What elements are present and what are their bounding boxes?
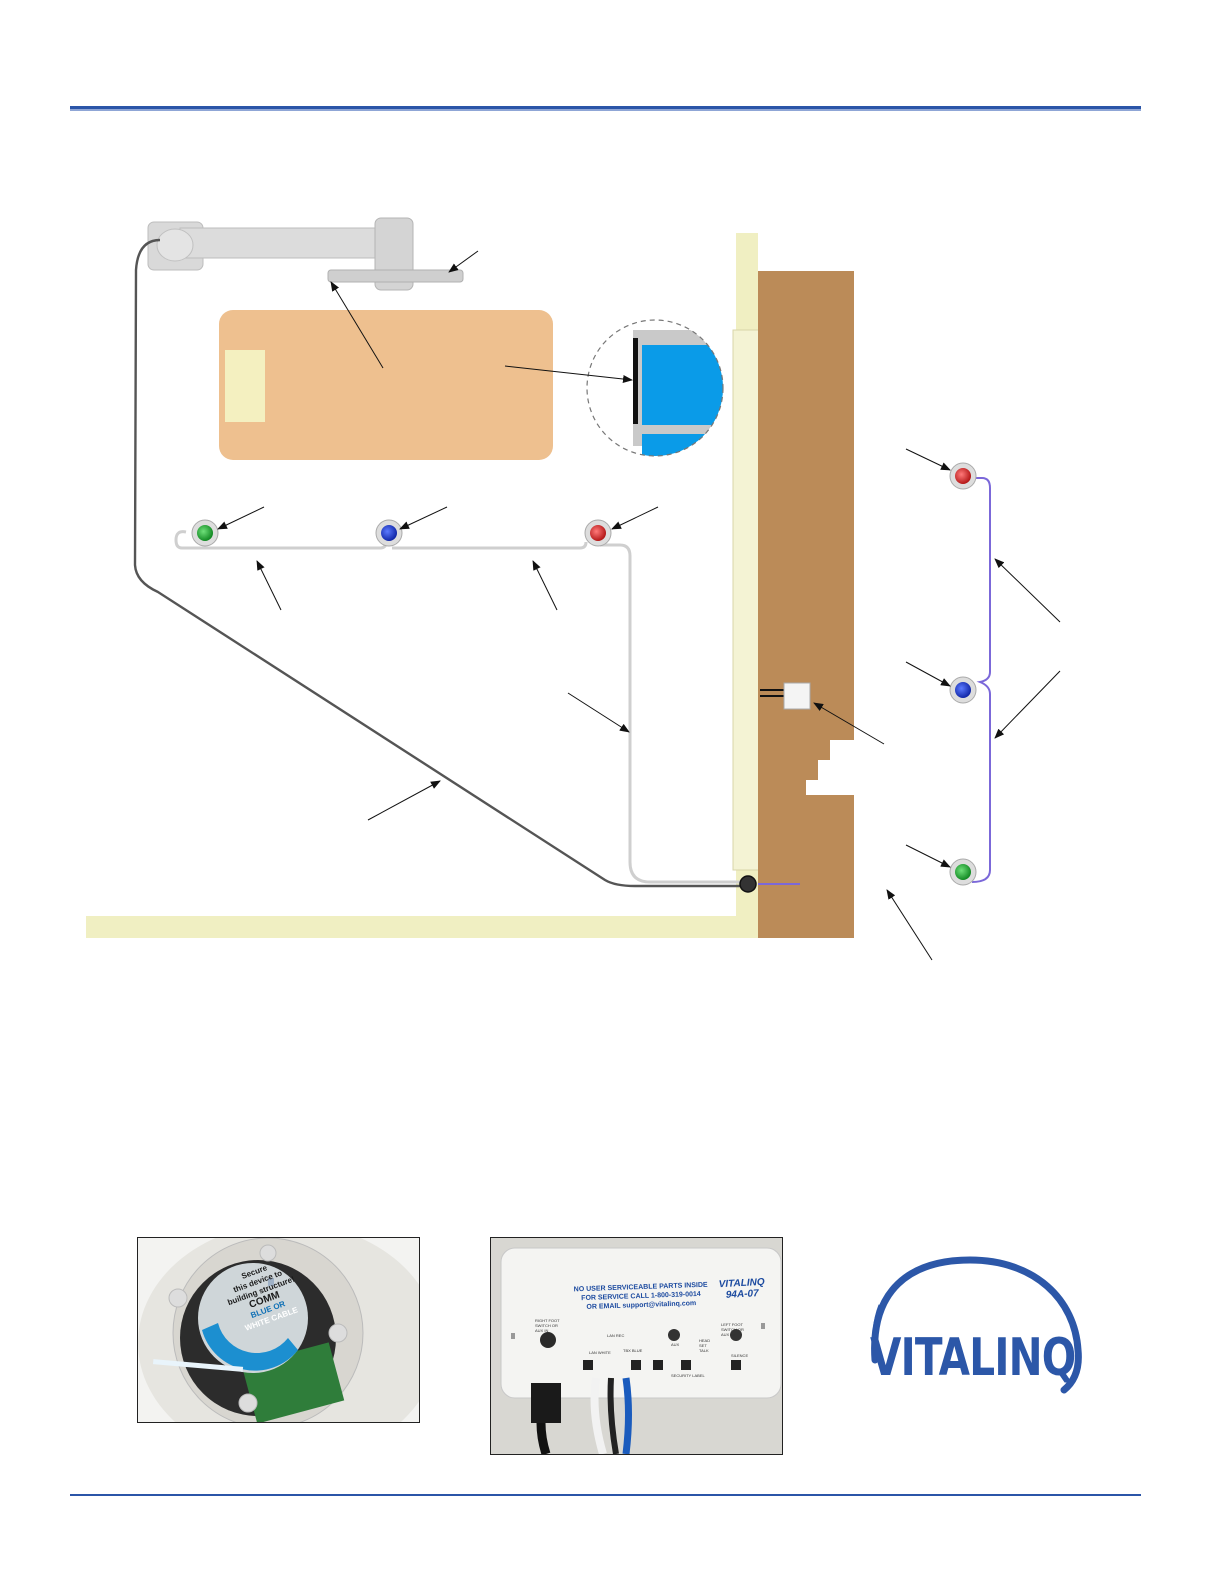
call-button-green-icon	[949, 858, 977, 886]
port-label: HEAD SET TALK	[699, 1338, 711, 1353]
logo-wordmark: VITALINQ	[870, 1328, 1076, 1388]
wall-panel	[732, 329, 762, 871]
cable-gray-horizontal	[174, 530, 632, 557]
junction-box-icon	[783, 682, 811, 710]
bottom-rule	[70, 1494, 1141, 1496]
call-button-red-icon	[949, 462, 977, 490]
top-rule	[70, 106, 1141, 109]
port-label: SILENCE	[731, 1353, 749, 1358]
bed-icon	[219, 310, 553, 460]
cabinet	[758, 271, 854, 938]
callout-arrows	[217, 250, 1061, 961]
port-label: LAN WHITE	[589, 1350, 611, 1355]
port-label: SECURITY LABEL	[671, 1373, 705, 1378]
port-label: RIGHT FOOT SWITCH OR AUX IN	[535, 1318, 560, 1333]
port-label: LAN REC	[607, 1333, 625, 1338]
call-button-blue-icon	[375, 519, 403, 547]
installation-diagram	[86, 217, 1061, 961]
call-button-red-icon	[584, 519, 612, 547]
cable-gray-vertical	[628, 556, 745, 884]
port-labels: RIGHT FOOT SWITCH OR AUX IN LAN REC TBX …	[491, 1238, 782, 1454]
cable-purple-right	[970, 477, 991, 883]
pillow	[225, 350, 265, 422]
cable-dark	[133, 238, 745, 888]
zoom-detail-icon	[586, 319, 724, 457]
photo-ceiling-device: Secure this device to building structure…	[137, 1237, 420, 1423]
port-label: AUX	[671, 1342, 680, 1347]
floor	[86, 916, 758, 938]
ceiling-arm-icon	[147, 217, 464, 291]
port-label: TBX BLUE	[623, 1348, 643, 1353]
call-button-green-icon	[191, 519, 219, 547]
call-button-blue-icon	[949, 676, 977, 704]
port-label: LEFT FOOT SWITCH OR AUX IN	[721, 1322, 744, 1337]
photo-device-panel: NO USER SERVICEABLE PARTS INSIDE FOR SER…	[490, 1237, 783, 1455]
wall-connector-icon	[739, 875, 757, 893]
vitalinq-logo: VITALINQ	[850, 1250, 1090, 1410]
